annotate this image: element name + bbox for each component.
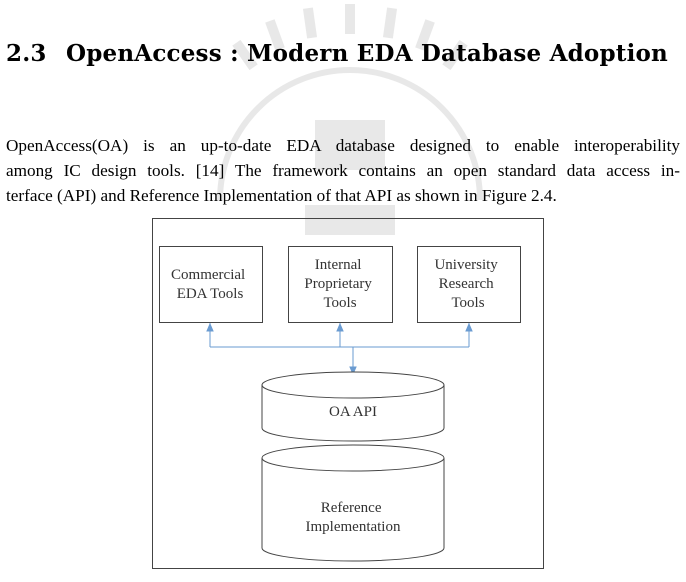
commercial-box-label: Commercial EDA Tools: [171, 267, 249, 302]
body-paragraph: OpenAccess(OA) is an up-to-date EDA data…: [6, 133, 680, 208]
section-title: OpenAccess : Modern EDA Database Adoptio…: [66, 40, 668, 67]
commercial-line: Commercial: [171, 267, 245, 283]
paragraph-line: among IC design tools. [14] The framewor…: [6, 161, 680, 180]
paragraph-line: OpenAccess(OA) is an up-to-date EDA data…: [6, 136, 680, 155]
university-line: Tools: [451, 295, 484, 311]
figure-frame: [152, 218, 544, 569]
reference-implementation-cylinder: [261, 444, 445, 562]
internal-line: Proprietary: [304, 276, 372, 292]
university-line: Research: [439, 276, 494, 292]
university-box-label: University Research Tools: [434, 257, 501, 311]
commercial-line: EDA Tools: [177, 286, 244, 302]
internal-proprietary-tools-box: [288, 246, 393, 323]
reference-line: Reference: [321, 500, 382, 516]
arrowhead-icon: [336, 322, 344, 332]
arrowhead-icon: [206, 322, 214, 332]
arrowhead-icon: [465, 322, 473, 332]
oa-api-cylinder: [261, 371, 445, 442]
internal-box-label: Internal Proprietary Tools: [304, 257, 375, 311]
oa-api-label: OA API: [329, 404, 377, 420]
internal-line: Tools: [323, 295, 356, 311]
university-research-tools-box: [417, 246, 521, 323]
paragraph-line: terface (API) and Reference Implementati…: [6, 186, 557, 205]
section-heading: 2.3 OpenAccess : Modern EDA Database Adop…: [6, 40, 686, 67]
commercial-eda-tools-box: [159, 246, 263, 323]
university-line: University: [434, 257, 498, 273]
reference-line: Implementation: [306, 519, 401, 535]
connector-lines: [206, 322, 473, 376]
section-number: 2.3: [6, 40, 47, 67]
reference-implementation-label: Reference Implementation: [306, 500, 401, 535]
internal-line: Internal: [315, 257, 362, 273]
arrowhead-icon: [349, 366, 357, 376]
